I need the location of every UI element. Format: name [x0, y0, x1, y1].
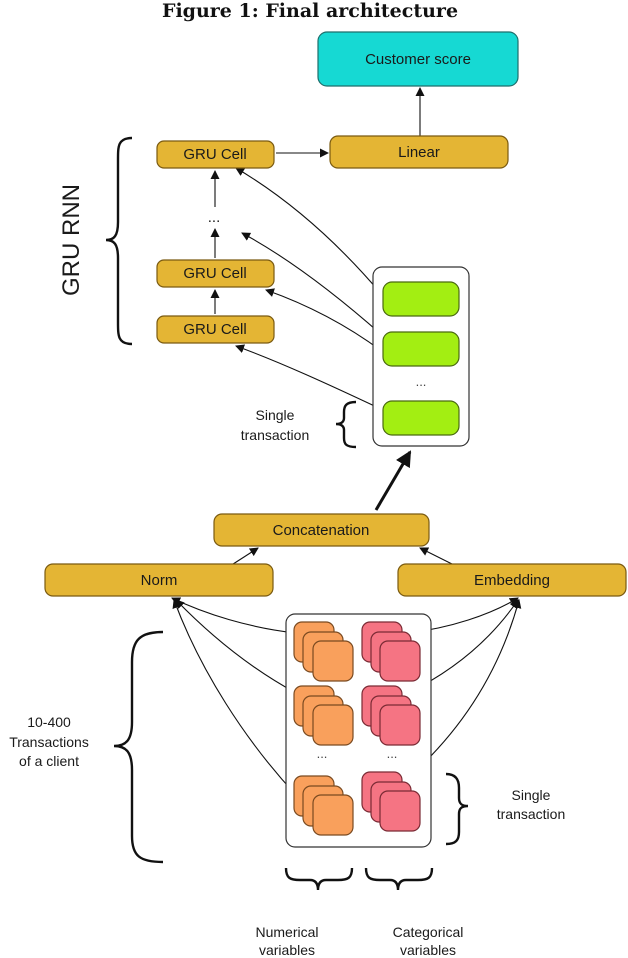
- numerical-stack-2: [293, 685, 354, 746]
- gru-rnn-brace: [105, 136, 133, 346]
- embedded-transaction-3: [382, 400, 460, 436]
- numerical-variables-brace: [284, 867, 354, 891]
- categorical-variables-line1: Categorical: [393, 924, 464, 940]
- edge-green2-to-gru-mid: [265, 288, 384, 353]
- categorical-stack-3: [361, 771, 421, 832]
- single-transaction-bottom-line1: Single: [512, 787, 551, 803]
- gru-cell-bottom: GRU Cell: [156, 315, 275, 344]
- single-transaction-bottom-brace: [445, 772, 469, 846]
- norm-node: Norm: [44, 563, 274, 597]
- numerical-ellipsis: ...: [317, 746, 328, 761]
- single-transaction-top-line2: transaction: [241, 427, 309, 443]
- categorical-variables-brace: [364, 867, 434, 891]
- categorical-stack-1: [361, 621, 421, 682]
- edge-green3-to-gru-bottom: [235, 344, 384, 411]
- svg-text:Linear: Linear: [398, 144, 440, 161]
- figure-title: Figure 1: Final architecture: [162, 0, 458, 22]
- numerical-variables-line1: Numerical: [255, 924, 318, 940]
- concatenation-node: Concatenation: [213, 513, 430, 547]
- svg-text:Concatenation: Concatenation: [273, 522, 370, 539]
- svg-text:Embedding: Embedding: [474, 572, 550, 589]
- gru-cell-mid: GRU Cell: [156, 259, 275, 288]
- client-transactions-line2: Transactions: [9, 734, 89, 750]
- svg-text:GRU Cell: GRU Cell: [183, 146, 246, 163]
- client-transactions-brace: [113, 630, 164, 864]
- edge-green2-to-ellipsis: [241, 232, 384, 337]
- edge-num2-to-norm: [175, 599, 297, 694]
- client-transactions-line3: of a client: [19, 753, 79, 769]
- embedded-transaction-2: [382, 331, 460, 367]
- gru-cell-top: GRU Cell: [156, 140, 275, 169]
- customer-score-node: Customer score: [317, 31, 519, 87]
- numerical-variables-line2: variables: [259, 942, 315, 958]
- client-transactions-line1: 10-400: [27, 714, 71, 730]
- numerical-stack-1: [293, 621, 354, 682]
- edge-concat-to-sequence: [374, 450, 412, 511]
- edge-num1-to-norm: [171, 597, 297, 634]
- gru-ellipsis: ...: [208, 209, 221, 226]
- categorical-ellipsis: ...: [387, 746, 398, 761]
- linear-node: Linear: [329, 135, 509, 169]
- single-transaction-bottom-line2: transaction: [497, 806, 565, 822]
- svg-text:GRU Cell: GRU Cell: [183, 321, 246, 338]
- gru-rnn-label: GRU RNN: [58, 184, 85, 296]
- single-transaction-top-brace: [335, 400, 357, 449]
- embedding-node: Embedding: [397, 563, 627, 597]
- categorical-variables-line2: variables: [400, 942, 456, 958]
- green-ellipsis: ...: [416, 374, 427, 389]
- edge-embedding-to-concat: [419, 547, 457, 567]
- edge-norm-to-concat: [229, 547, 259, 567]
- categorical-stack-2: [361, 685, 421, 746]
- numerical-stack-3: [293, 775, 354, 836]
- edge-green1-to-gru-top: [235, 167, 384, 297]
- svg-text:Norm: Norm: [141, 572, 178, 589]
- svg-text:GRU Cell: GRU Cell: [183, 265, 246, 282]
- svg-text:Customer score: Customer score: [365, 51, 471, 68]
- embedded-transaction-1: [382, 281, 460, 317]
- single-transaction-top-line1: Single: [256, 407, 295, 423]
- edge-num3-to-norm: [172, 599, 297, 796]
